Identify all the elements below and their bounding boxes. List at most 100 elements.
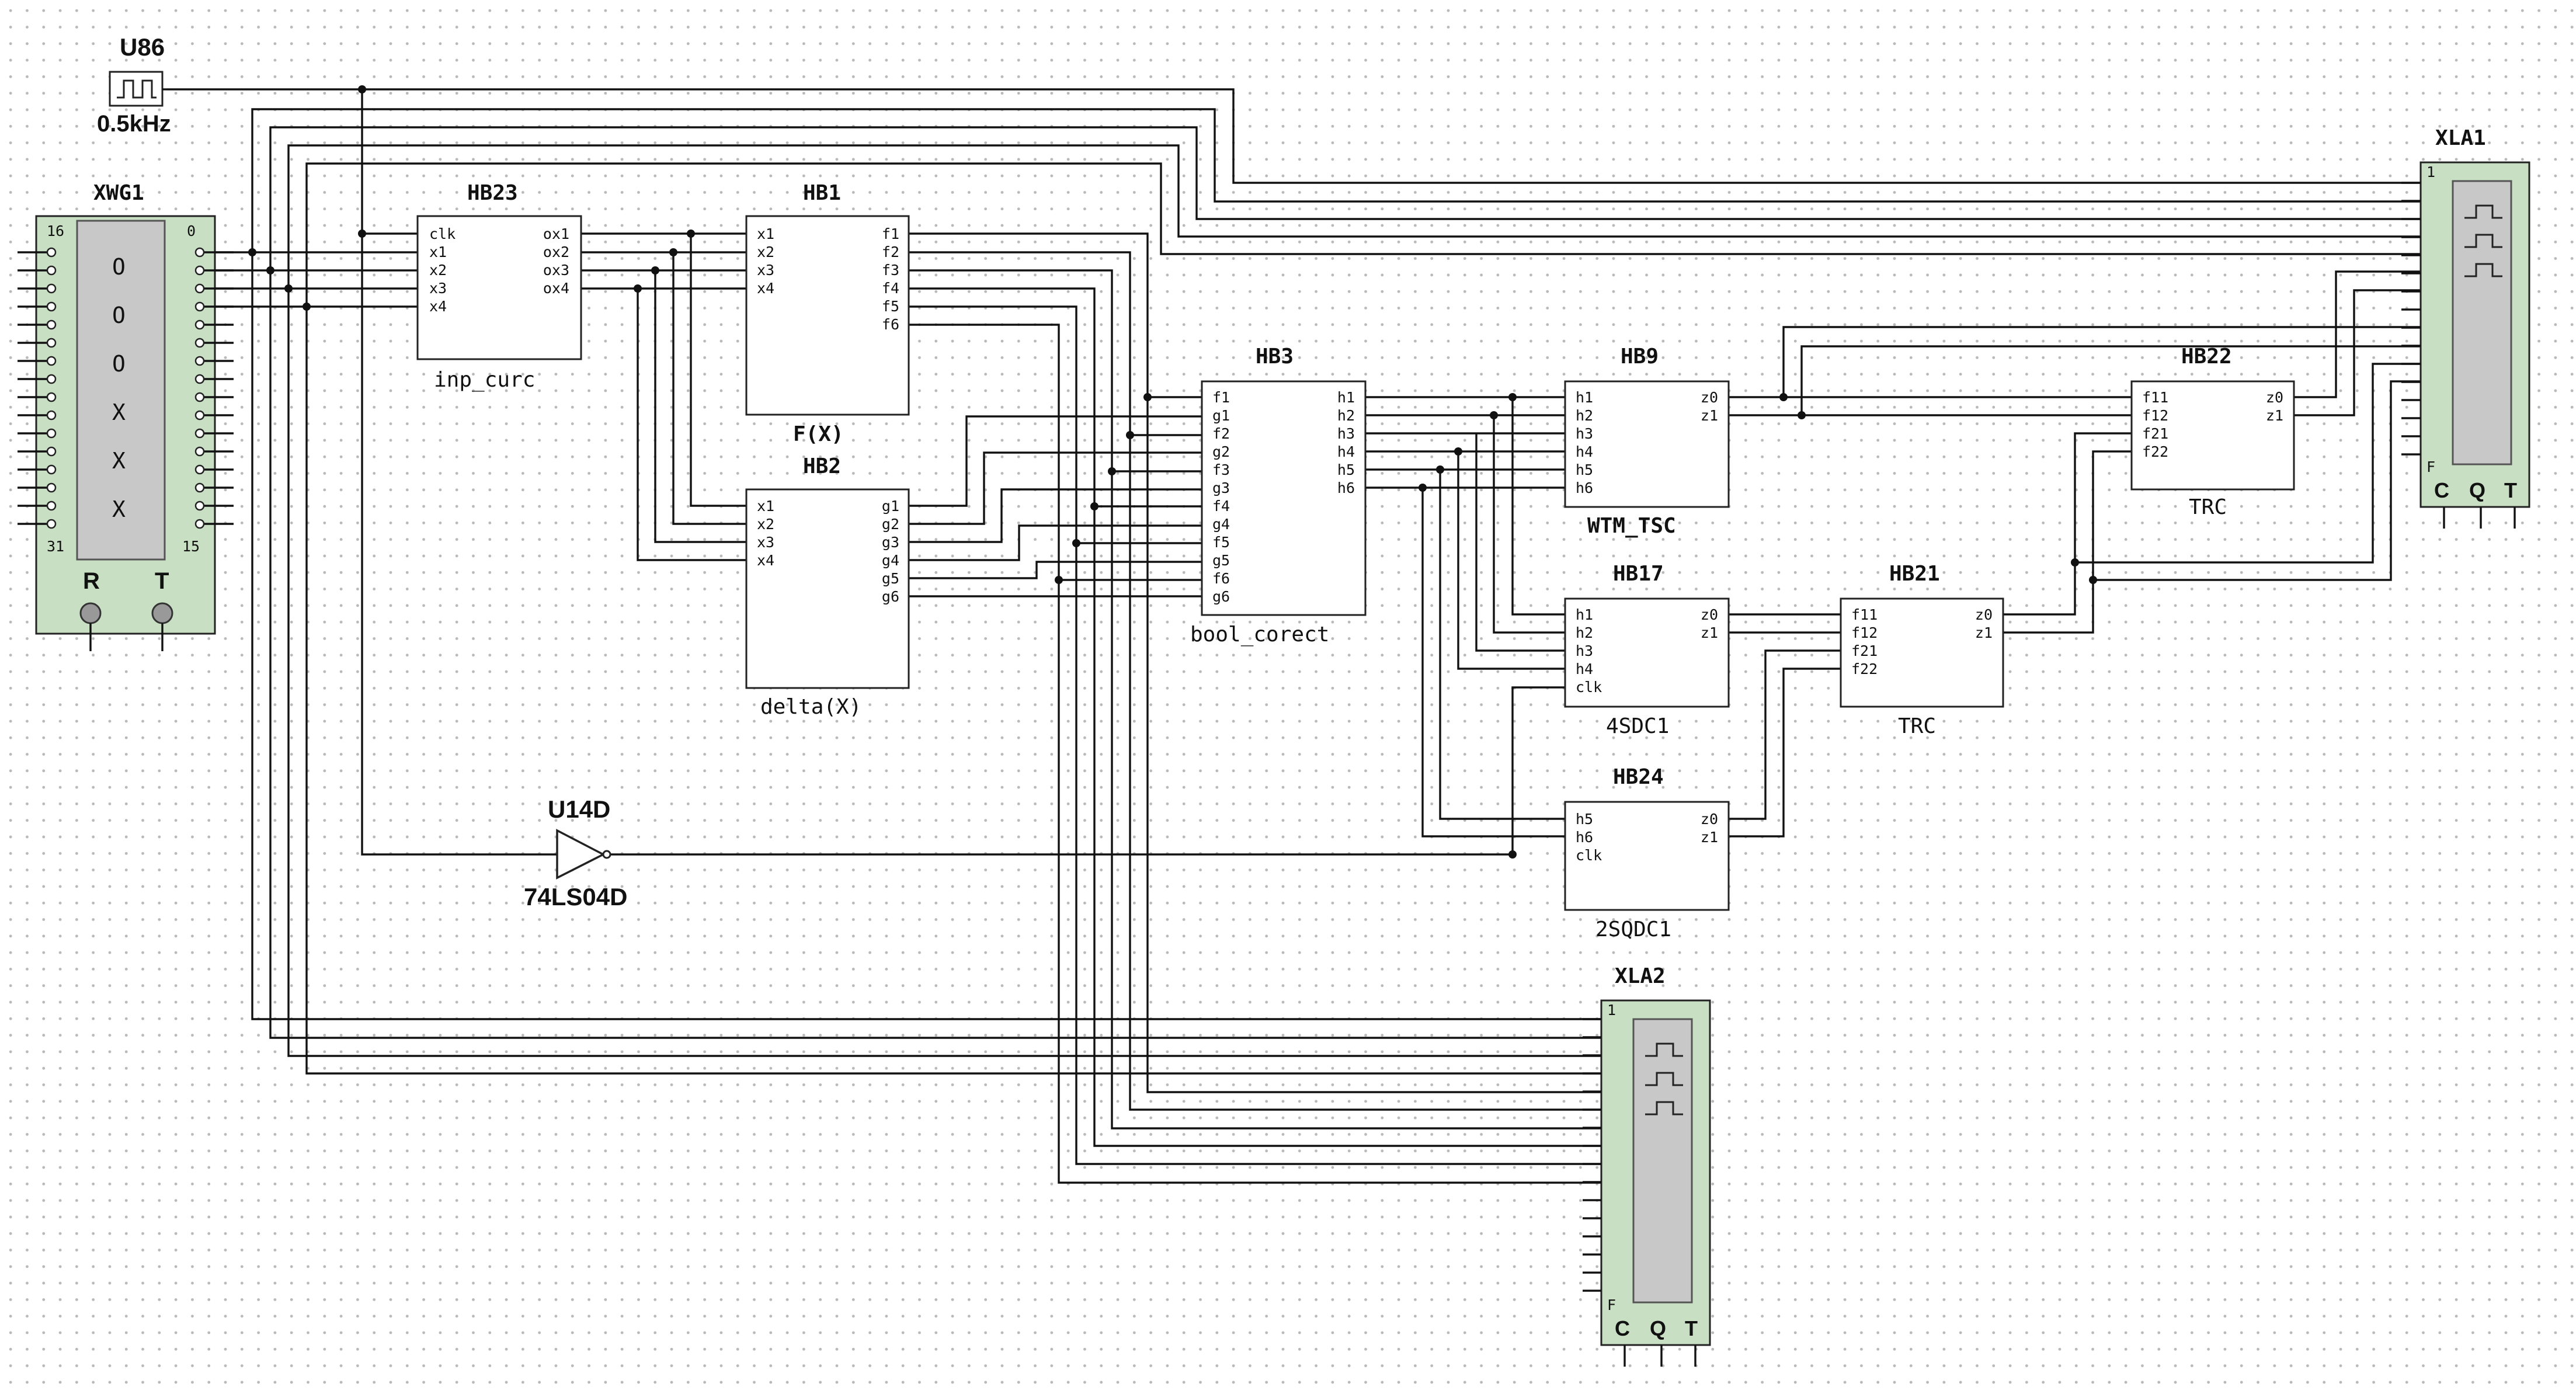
pin-terminal[interactable] [194,519,205,529]
word-generator-xwg1[interactable]: XWG1 16 31 0 15 O O O X X X R T [18,181,234,651]
logic-analyzer-xla2[interactable]: XLA2 1 F C Q T [1583,964,1711,1367]
pin-terminal[interactable] [194,464,205,475]
logic-analyzer-xla1[interactable]: XLA1 1 F C Q T [2401,126,2530,529]
pin-terminal[interactable] [46,501,57,511]
inverter-triangle-icon [556,829,606,880]
pin-terminal[interactable] [194,501,205,511]
clock-ref-label: U86 [120,33,165,61]
xwg1-pin-16: 16 [47,223,64,239]
pin-terminal[interactable] [46,356,57,366]
pin-terminal[interactable] [194,410,205,421]
hb24-pin-h5: h5 [1576,811,1593,828]
hb1-pin-x2: x2 [757,244,774,260]
hb3-pin-h5: h5 [1337,461,1355,478]
hb17-pin-z1: z1 [1701,624,1718,641]
hb23-pin-clk: clk [429,225,456,242]
xwg1-ref-label: XWG1 [93,181,144,205]
pin-terminal[interactable] [46,265,57,276]
pin-terminal[interactable] [46,446,57,457]
pin-terminal[interactable] [194,482,205,493]
hb22-name-label: TRC [2189,495,2227,519]
hb9-body [1564,380,1730,508]
hb22-pin-f11: f11 [2142,389,2168,406]
pin-terminal[interactable] [46,374,57,384]
hb17-pin-h1: h1 [1576,606,1593,623]
block-hb3[interactable]: HB3 f1g1f2g2f3g3f4g4f5g5f6g6h1h2h3h4h5h6… [1190,345,1367,647]
hb3-pin-g2: g2 [1212,443,1230,460]
pin-terminal[interactable] [46,410,57,421]
hb17-body [1564,597,1730,708]
xwg1-trigger-terminal[interactable] [151,602,173,624]
hb22-pin-z1: z1 [2266,407,2283,424]
inverter-part-label: 74LS04D [524,883,627,911]
pin-terminal[interactable] [46,319,57,330]
hb24-pin-z0: z0 [1701,811,1718,828]
pin-terminal[interactable] [194,247,205,258]
hb21-pin-f12: f12 [1851,624,1878,641]
hb23-ref-label: HB23 [467,181,518,205]
pin-terminal[interactable] [46,464,57,475]
pin-terminal[interactable] [46,301,57,312]
xla2-terminal-c: C [1615,1316,1630,1340]
hb23-pin-x3: x3 [429,280,447,297]
xwg1-row-4: X [112,399,126,425]
square-wave-icon [117,79,157,99]
hb3-pin-g6: g6 [1212,588,1230,605]
clock-source-u86[interactable]: U86 0.5kHz [97,33,171,137]
pin-terminal[interactable] [46,283,57,294]
xla1-ref-label: XLA1 [2435,126,2486,150]
hb23-pin-ox3: ox3 [543,262,569,279]
hb1-pin-f1: f1 [882,225,899,242]
hb24-name-label: 2SQDC1 [1595,918,1671,941]
xla1-display [2452,180,2512,465]
pin-terminal[interactable] [194,356,205,366]
pin-terminal[interactable] [194,265,205,276]
hb1-pin-x3: x3 [757,262,774,279]
pin-terminal[interactable] [194,319,205,330]
hb2-body [745,488,910,689]
hb24-ref-label: HB24 [1613,765,1664,789]
hb2-pin-x2: x2 [757,516,774,533]
pin-terminal[interactable] [46,519,57,529]
hb3-pin-f5: f5 [1212,534,1230,551]
xwg1-reset-terminal[interactable] [79,602,102,624]
hb3-body [1201,380,1367,616]
hb23-pin-x2: x2 [429,262,447,279]
pin-terminal[interactable] [46,482,57,493]
pin-terminal[interactable] [194,428,205,439]
hb23-pin-x4: x4 [429,298,447,315]
pin-terminal[interactable] [194,301,205,312]
pin-terminal[interactable] [194,338,205,348]
pin-terminal[interactable] [194,374,205,384]
inverter-u14d[interactable]: U14D 74LS04D [524,795,627,911]
pin-terminal[interactable] [46,247,57,258]
pin-terminal[interactable] [194,392,205,402]
hb1-pin-f4: f4 [882,280,899,297]
pin-terminal[interactable] [194,446,205,457]
hb9-pin-h4: h4 [1576,443,1593,460]
hb3-ref-label: HB3 [1256,345,1294,369]
pin-terminal[interactable] [46,338,57,348]
hb2-pin-x3: x3 [757,534,774,551]
pin-terminal[interactable] [194,283,205,294]
pin-terminal[interactable] [46,392,57,402]
hb3-pin-f1: f1 [1212,389,1230,406]
xla1-waveform-icon [2464,204,2502,277]
xla2-waveform-icon [1645,1042,1683,1115]
hb3-pin-g4: g4 [1212,516,1230,533]
pin-terminal[interactable] [46,428,57,439]
hb2-pin-x4: x4 [757,552,774,569]
xwg1-pin-31: 31 [47,538,64,555]
